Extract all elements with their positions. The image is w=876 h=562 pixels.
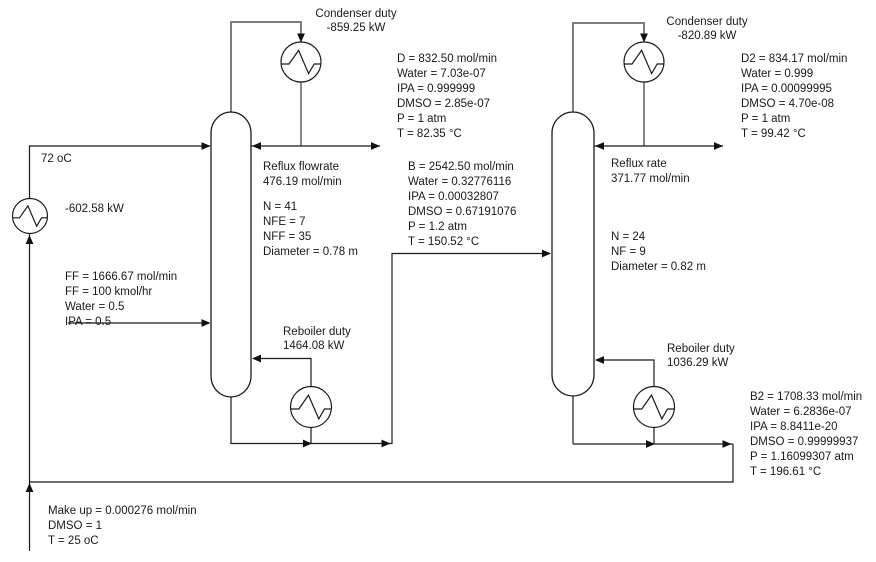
text-line: Reboiler duty [283,326,351,338]
text-line: DMSO = 0.99999937 [750,436,859,448]
text-line: 72 oC [41,153,72,165]
text-line: D = 832.50 mol/min [397,53,498,65]
text-line: 1036.29 kW [667,357,729,369]
text-line: NFF = 35 [263,231,312,243]
condenser-2-icon [623,41,665,83]
cooler-duty-label: -602.58 kW [65,202,124,217]
text-line: IPA = 0.00032807 [408,191,499,203]
text-line: 476.19 mol/min [263,176,342,188]
bottoms-2-block: B2 = 1708.33 mol/min Water = 6.2836e-07 … [750,390,862,480]
recycle-entrainer-stream [28,145,734,551]
text-line: Water = 7.03e-07 [397,68,486,80]
text-line: D2 = 834.17 mol/min [741,53,848,65]
reflux-2-label: Reflux rate 371.77 mol/min [611,157,690,187]
text-line: IPA = 0.999999 [397,83,476,95]
reboiler-2-icon [632,385,676,429]
condenser-1-icon [280,41,322,83]
text-line: N = 24 [611,231,646,243]
condenser-1-duty-label: Condenser duty -859.25 kW [296,7,416,35]
reboiler-2-duty-label: Reboiler duty 1036.29 kW [667,342,735,370]
text-line: NF = 9 [611,246,646,258]
text-line: FF = 100 kmol/hr [65,286,153,298]
text-line: T = 25 oC [48,535,99,547]
text-line: Reflux rate [611,158,667,170]
text-line: Condenser duty [315,8,397,20]
distillate-1-block: D = 832.50 mol/min Water = 7.03e-07 IPA … [397,52,497,142]
text-line: P = 1.16099307 atm [750,451,854,463]
text-line: Water = 0.5 [65,301,125,313]
text-line: DMSO = 0.67191076 [408,206,517,218]
text-line: Reflux flowrate [263,161,340,173]
text-line: T = 196.61 °C [750,466,822,478]
flow-arrowheads [25,33,732,492]
reboiler-1-icon [289,385,333,429]
text-line: -859.25 kW [326,22,386,34]
text-line: Diameter = 0.82 m [611,261,706,273]
column-1-specs-block: N = 41 NFE = 7 NFF = 35 Diameter = 0.78 … [263,200,358,260]
distillate-2-block: D2 = 834.17 mol/min Water = 0.999 IPA = … [741,52,847,142]
text-line: FF = 1666.67 mol/min [65,271,178,283]
fresh-feed-block: FF = 1666.67 mol/min FF = 100 kmol/hr Wa… [65,270,177,330]
text-line: IPA = 8.8411e-20 [750,421,838,433]
text-line: DMSO = 1 [48,520,103,532]
text-line: -602.58 kW [65,203,124,215]
text-line: Water = 0.999 [741,68,814,80]
text-line: IPA = 0.00099995 [741,83,832,95]
text-line: Condenser duty [666,16,748,28]
column-1-vessel [210,111,252,398]
text-line: Water = 0.32776116 [408,176,512,188]
text-line: T = 150.52 °C [408,236,480,248]
text-line: -820.89 kW [677,30,737,42]
condenser-1-connector [230,21,302,146]
text-line: P = 1 atm [397,113,447,125]
condenser-2-duty-label: Condenser duty -820.89 kW [647,15,767,43]
text-line: T = 99.42 °C [741,128,806,140]
text-line: P = 1.2 atm [408,221,467,233]
text-line: 371.77 mol/min [611,173,690,185]
text-line: Water = 6.2836e-07 [750,406,852,418]
text-line: N = 41 [263,201,298,213]
makeup-block: Make up = 0.000276 mol/min DMSO = 1 T = … [48,504,197,549]
reboiler-1-duty-label: Reboiler duty 1464.08 kW [283,325,351,353]
reboiler-1-piping [254,357,312,444]
text-line: B = 2542.50 mol/min [408,161,514,173]
recycle-cooler-icon [11,197,49,235]
reflux-1-label: Reflux flowrate 476.19 mol/min [263,160,342,190]
text-line: T = 82.35 °C [397,128,462,140]
text-line: P = 1 atm [741,113,791,125]
column-2-specs-block: N = 24 NF = 9 Diameter = 0.82 m [611,230,706,275]
text-line: DMSO = 4.70e-08 [741,98,835,110]
reboiler-2-piping [596,359,655,444]
text-line: Make up = 0.000276 mol/min [48,505,197,517]
text-line: DMSO = 2.85e-07 [397,98,491,110]
text-line: Diameter = 0.78 m [263,246,358,258]
column-2-vessel [551,111,595,397]
condenser-2-connector [572,22,645,146]
text-line: IPA = 0.5 [65,316,112,328]
recycle-temperature-label: 72 oC [41,152,72,167]
text-line: B2 = 1708.33 mol/min [750,391,863,403]
bottoms-1-to-column2-stream [230,252,550,445]
text-line: NFE = 7 [263,216,306,228]
text-line: Reboiler duty [667,343,735,355]
bottoms-1-block: B = 2542.50 mol/min Water = 0.32776116 I… [408,160,516,250]
text-line: 1464.08 kW [283,340,345,352]
